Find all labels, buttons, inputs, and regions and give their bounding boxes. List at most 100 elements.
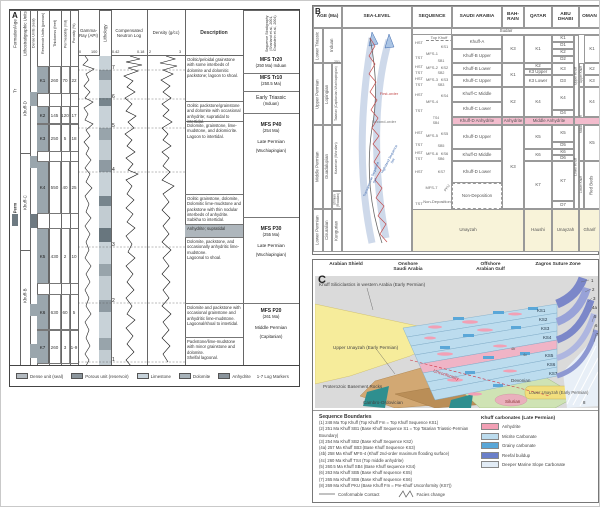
col-description [185,10,243,365]
legend-items: Dense unit (seal) Porous unit (reservoir… [16,373,251,379]
lithostrat-khuff-d: Khuff-D [22,101,28,117]
conformable-contact-label: Conformable Contact [338,491,380,497]
formation-triassic-label: Tr [12,88,18,94]
first-order-label: First-order [379,90,399,96]
age-upper-permian: Upper Permian [313,63,323,125]
gr-scale-min: 0 [79,50,82,54]
age-middle-permian: Middle Permian [313,125,323,209]
age-tick-251: 251 [334,60,340,64]
mfs-6: MFS-6 [426,150,438,156]
header-description: Description [185,10,243,56]
porosity-value: 5 [72,309,76,315]
pink-anhydrite-bahrain: Anhydrite [502,117,524,125]
ks3-label: KS3 [541,326,550,331]
carbonate-swatch [481,442,499,449]
col-thickness [49,10,61,365]
thickness-value: 550 [49,162,61,213]
seq-block-4: MFS P40 (254 Ma) Late Permian (Wuchiapin… [243,114,299,218]
density-curve [159,56,178,363]
description-block: Oolitic grainstone, dolomite, Dolomitic … [185,195,243,225]
base-gharif-oman: Gharif [579,209,599,252]
panel-b-correlation-chart: B AGE (Ma) SEA-LEVEL SEQUENCE SAUDI ARAB… [312,5,599,255]
reservoir-row: K5 430 2 10 [37,228,78,284]
label-onshore-saudi: Onshore Saudi Arabia [393,262,423,272]
reservoir-unit-label: K7 [37,331,49,363]
ks2: KS2 [440,65,449,70]
ks1: KS1 [440,44,449,49]
reservoir-unit-label: K5 [37,229,49,283]
panel-a-label: A [12,11,18,20]
mfs-4: MFS-4 [426,98,438,104]
description-block: Oolitic/peloidal grainstone with some in… [185,56,243,102]
tract-tst: TST [415,107,423,113]
age-kungurian: Kungurian [332,209,342,252]
col-porosity [70,10,78,365]
devonian-label: Devonian [511,378,531,383]
ks5-label: KS5 [545,353,554,358]
tract-tst: TST [415,200,423,206]
col-permeability [61,10,70,365]
panel-b-label: B [315,7,321,16]
header-dense: Dense Units (seal) [30,10,37,56]
reservoir-rows: K1 260 70 22 K2 145 120 17 K3 250 5 18 [37,56,78,366]
carbonate-label: Reefal buildup [502,452,531,458]
carbonate-swatch [481,451,499,459]
pink-anhydrite-oman [574,117,599,125]
panel-c-legend: Sequence Boundaries (1) 248 Ma Top Khuff… [313,410,598,502]
legend-item: Dolomite [178,373,210,379]
saudi-khuff-c-upper: Khuff-C Upper [452,75,502,87]
permeability-value: 70 [61,67,70,93]
ks7: KS7 [437,169,446,174]
header-reservoir: Reservoir Units (porous) [37,10,49,56]
sequence-boundaries-list: (1) 248 Ma Top Khuff (Top Khuff Fm = Top… [319,420,479,489]
base-unayzah-saudi: Unayzah [412,209,524,252]
header-lithology: Lithology [99,10,111,56]
seq-block-3: Early Triassic (Induan) [243,92,299,114]
saudi-khuff-d-upper: Khuff-D Upper [452,125,502,149]
age-induan: Induan [323,28,342,63]
cambro-ordovician-block-1 [363,386,389,408]
saudi-khuff-d-middle: Khuff-D Middle [452,149,502,161]
description-block: Oolitic packstone/grainstone and dolomit… [185,102,243,124]
header-thickness: Thickness (feet) [49,10,61,56]
porosity-value: 18 [71,135,77,141]
tract-hst: HST [415,39,423,45]
reservoir-unit-label: K1 [37,67,49,93]
carbonate-legend-item: Reefal buildup [481,451,593,459]
header-porosity: Porosity (%) [70,10,78,56]
description-block: Dolomite and packstone with occasional g… [185,304,243,338]
svg-text:4: 4 [112,167,115,173]
number-leaders [580,279,597,343]
col-gamma-ray [78,10,99,365]
mfs-5: MFS-5 [426,132,438,138]
permeability-value: 40 [61,162,70,213]
tract-hst: HST [415,129,423,135]
oman-k2: K2 [584,63,599,75]
age-lopingian: Lopingian [323,63,332,125]
thickness-value: 260 [49,67,61,93]
svg-text:8: 8 [583,400,586,405]
base-unayzah-abudhabi: Unayzah [552,209,579,252]
gr-scale-max: 100 [91,50,98,54]
cross-section-drawing: Unconformity Khuff Siliciclastics in wes… [315,276,598,408]
khuff-carbonates-legend: Khuff carbonates (Late Permian) Anhydrit… [481,416,593,471]
ks3: KS3 [440,77,449,82]
base-haushi-qatar: Haushi [524,209,552,252]
header-saudi-arabia: SAUDI ARABIA [452,6,502,28]
cnl-scale-min: 0.42 [112,50,120,54]
carbonate-swatch [481,461,499,468]
age-tatarian: Tatarian (Capitanian-Wuchiapingian) [332,63,342,125]
svg-text:1: 1 [591,278,594,283]
lithology-strip [99,56,111,366]
svg-text:2: 2 [592,287,595,292]
ks1-label: KS1 [537,308,546,313]
permeability-value: 120 [61,107,70,123]
legend-swatch [16,373,28,379]
tract-tst: TST [415,69,423,75]
legend-swatch [136,373,149,379]
permeability-value: 3 [61,331,70,363]
svg-text:4a: 4a [592,305,597,310]
top-khuff-label: Top Khuff [430,34,448,40]
mfs-7: MFS-7 [425,184,438,190]
cambro-ordovician-block-2 [449,394,473,408]
